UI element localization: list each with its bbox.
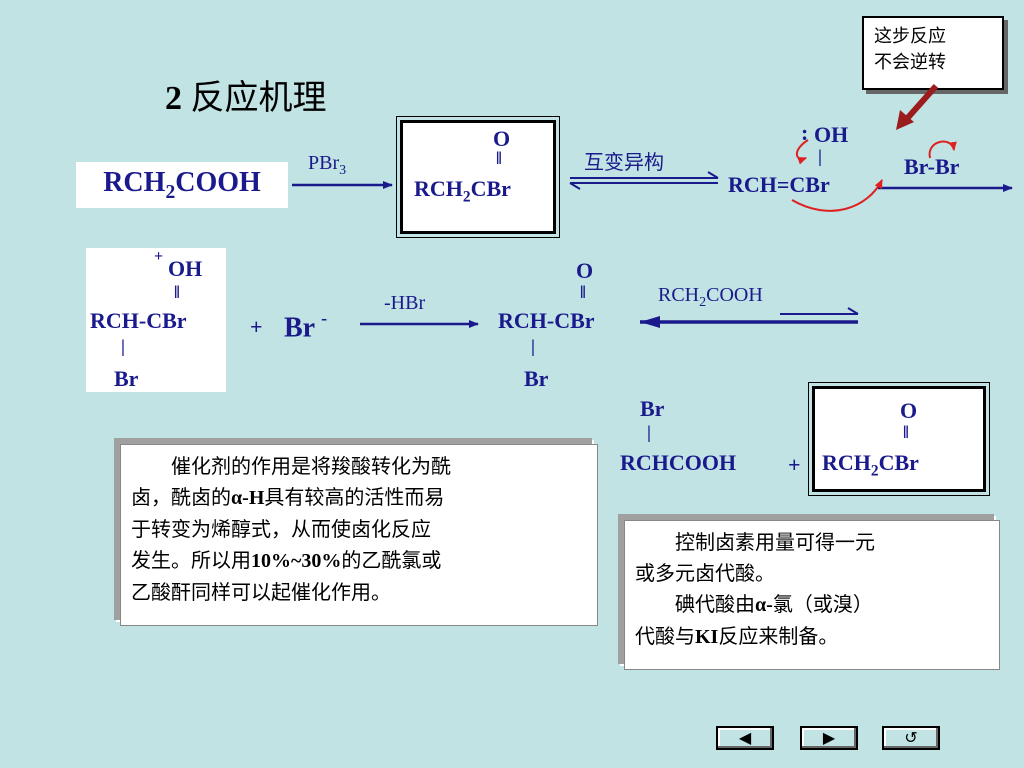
- regenerated-double-bond: ‖: [903, 422, 909, 442]
- catalyst-line-2: 卤，酰卤的α-H具有较高的活性而易: [131, 485, 445, 509]
- bromine-curved-arrow: [928, 140, 957, 159]
- enol-attack-curved-arrow: [791, 179, 883, 212]
- catalyst-explanation-panel: 催化剂的作用是将羧酸转化为酰 卤，酰卤的α-H具有较高的活性而易 于转变为烯醇式…: [120, 444, 598, 626]
- catalyst-line-1: 催化剂的作用是将羧酸转化为酰: [171, 454, 451, 478]
- reactant-box: RCH2COOH: [76, 162, 288, 208]
- acid-exchange-equilibrium-arrows: [640, 307, 859, 328]
- plus-sign-1: +: [250, 314, 263, 339]
- title-text: 反应机理: [182, 80, 327, 117]
- title-number: 2: [165, 80, 182, 117]
- regenerated-carbonyl-o: O: [900, 398, 918, 423]
- acyl-bromide-formula: RCH2CBr: [414, 176, 511, 206]
- enol-bond: |: [818, 146, 822, 166]
- hbr-label: -HBr: [384, 292, 426, 314]
- enol-curved-arrow: [795, 139, 809, 165]
- alpha-bromo-acid: RCHCOOH: [620, 450, 737, 475]
- acid-exchange-label: RCH2COOH: [658, 284, 763, 310]
- product-double-bond: ‖: [580, 282, 586, 302]
- note-line-2: 不会逆转: [874, 52, 946, 73]
- return-icon: ↺: [904, 728, 918, 747]
- reactant-formula: RCH2COOH: [103, 166, 261, 203]
- acyl-bromide-box: [396, 116, 560, 238]
- prev-icon: ◀: [738, 728, 752, 747]
- enol-lone-pair: :: [801, 120, 809, 145]
- alpha-br-bond: |: [647, 422, 651, 442]
- halogen-line-1: 控制卤素用量可得一元: [675, 530, 875, 554]
- prev-slide-button[interactable]: ◀: [716, 726, 774, 750]
- product-carbonyl-o: O: [576, 258, 594, 283]
- halogen-control-panel: 控制卤素用量可得一元 或多元卤代酸。 碘代酸由α-氯（或溴） 代酸与KI反应来制…: [624, 520, 1000, 670]
- halogen-line-4: 代酸与KI反应来制备。: [635, 624, 839, 648]
- alpha-br: Br: [640, 396, 665, 421]
- oxonium-br-bond: |: [121, 336, 125, 356]
- product-br-bond: |: [531, 336, 535, 356]
- oxonium-double-bond: ‖: [174, 282, 180, 302]
- return-button[interactable]: ↺: [882, 726, 940, 750]
- regenerated-acyl-box: [808, 382, 990, 496]
- oxonium-charge: +: [154, 248, 164, 265]
- next-slide-button[interactable]: ▶: [800, 726, 858, 750]
- pbr3-label: PBr3: [308, 152, 347, 178]
- regenerated-acyl-formula: RCH2CBr: [822, 450, 919, 480]
- catalyst-line-4: 发生。所以用10%~30%的乙酰氯或: [131, 548, 442, 572]
- next-icon: ▶: [822, 728, 836, 747]
- catalyst-line-3: 于转变为烯醇式，从而使卤化反应: [131, 517, 431, 541]
- product-br: Br: [524, 366, 549, 391]
- oxonium-formula: RCH-CBr: [90, 308, 187, 333]
- bromine-molecule: Br-Br: [904, 154, 960, 179]
- tautomer-equilibrium-arrows: [569, 171, 719, 190]
- oxonium-br: Br: [114, 366, 139, 391]
- bromide-ion: Br-: [284, 308, 328, 344]
- acyl-double-bond: ‖: [496, 148, 502, 168]
- note-pointer-arrow: [896, 84, 939, 130]
- slide-title: 2 反应机理: [165, 70, 327, 119]
- halogen-line-3: 碘代酸由α-氯（或溴）: [675, 592, 873, 616]
- acyl-carbonyl-o: O: [493, 126, 511, 151]
- enol-formula: RCH=CBr: [728, 172, 830, 197]
- oxonium-intermediate-box: [86, 248, 226, 392]
- catalyst-line-5: 乙酸酐同样可以起催化作用。: [131, 580, 391, 604]
- enol-oh: OH: [814, 122, 849, 147]
- plus-sign-2: +: [788, 452, 801, 477]
- tautomerism-label: 互变异构: [584, 150, 664, 174]
- halogen-line-2: 或多元卤代酸。: [635, 561, 775, 585]
- note-line-1: 这步反应: [874, 26, 946, 47]
- oxonium-oh: OH: [168, 256, 203, 281]
- product-formula: RCH-CBr: [498, 308, 595, 333]
